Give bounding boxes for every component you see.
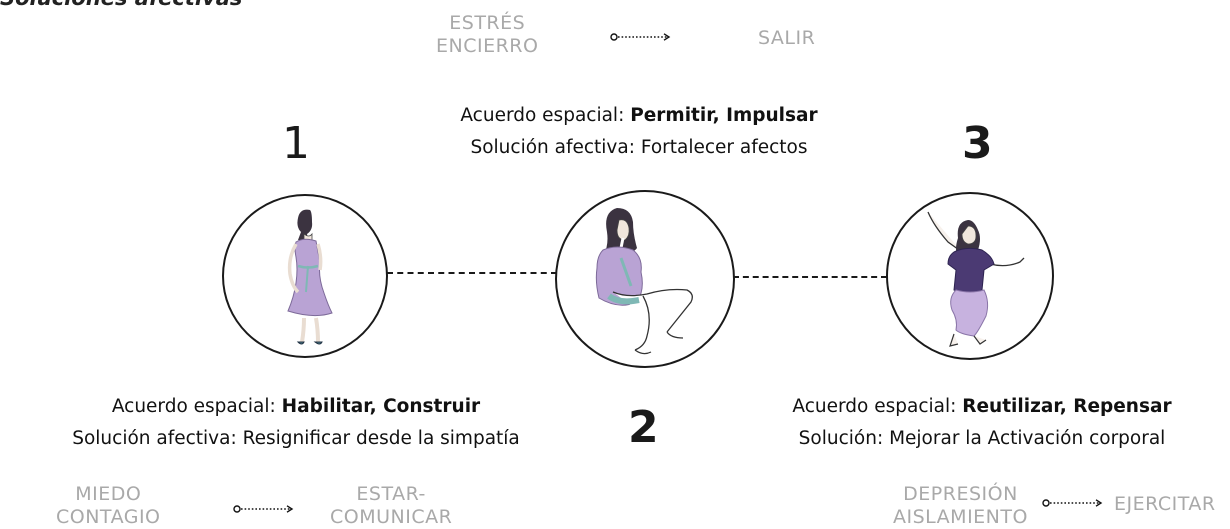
step-1-to-label: ESTAR- COMUNICAR <box>330 483 452 529</box>
top-from-line2: ENCIERRO <box>436 35 539 57</box>
dancing-woman-icon <box>927 211 1025 347</box>
step-1-agreement-value: Habilitar, Construir <box>281 396 481 417</box>
step-3-circle <box>886 192 1054 360</box>
step-3-from-line1: DEPRESIÓN <box>903 483 1018 505</box>
top-solution: Solución afectiva: Fortalecer afectos <box>375 133 903 162</box>
step-3-from-label: DEPRESIÓN AISLAMIENTO <box>893 483 1028 529</box>
top-agreement: Acuerdo espacial: Permitir, Impulsar <box>375 101 903 130</box>
step-1-number: 1 <box>282 118 310 169</box>
step-2-circle <box>555 190 735 368</box>
step-3-arrow-icon <box>1042 499 1103 507</box>
top-agreement-label: Acuerdo espacial: <box>460 105 625 126</box>
top-to-label: SALIR <box>758 27 816 49</box>
top-from-line1: ESTRÉS <box>449 12 526 34</box>
step-1-solution-label: Solución afectiva: <box>72 428 237 449</box>
top-solution-label: Solución afectiva: <box>470 137 635 158</box>
step-1-circle <box>222 194 388 358</box>
step-3-agreement: Acuerdo espacial: Reutilizar, Repensar <box>740 392 1224 421</box>
step-1-agreement-label: Acuerdo espacial: <box>111 396 276 417</box>
connector-2-3 <box>733 276 887 278</box>
top-from-label: ESTRÉS ENCIERRO <box>436 12 538 58</box>
seated-woman-icon <box>595 208 693 355</box>
step-3-number: 3 <box>962 118 993 169</box>
step-1-to-line2: COMUNICAR <box>330 506 453 528</box>
step-3-solution-label: Solución: <box>798 428 884 449</box>
standing-woman-icon <box>287 209 333 345</box>
step-3-solution-value: Mejorar la Activación corporal <box>889 428 1166 449</box>
step-1-agreement: Acuerdo espacial: Habilitar, Construir <box>0 392 592 421</box>
step-2-number: 2 <box>628 402 659 453</box>
step-3-from-line2: AISLAMIENTO <box>893 506 1028 528</box>
step-1-solution: Solución afectiva: Resignificar desde la… <box>0 424 592 453</box>
step-1-to-line1: ESTAR- <box>356 483 426 505</box>
top-solution-value: Fortalecer afectos <box>640 137 808 158</box>
step-1-from-line1: MIEDO <box>75 483 142 505</box>
step-3-to-label: EJERCITAR <box>1114 493 1216 515</box>
step-3-solution: Solución: Mejorar la Activación corporal <box>740 424 1224 453</box>
step-3-agreement-value: Reutilizar, Repensar <box>962 396 1172 417</box>
step-1-arrow-icon <box>233 505 294 513</box>
step-1-from-line2: CONTAGIO <box>56 506 161 528</box>
connector-1-2 <box>387 272 557 274</box>
page-title: Soluciones afectivas <box>0 0 242 10</box>
step-1-from-label: MIEDO CONTAGIO <box>56 483 161 529</box>
step-1-solution-value: Resignificar desde la simpatía <box>242 428 520 449</box>
top-arrow-icon <box>610 33 671 41</box>
top-agreement-value: Permitir, Impulsar <box>630 105 818 126</box>
step-3-agreement-label: Acuerdo espacial: <box>792 396 957 417</box>
